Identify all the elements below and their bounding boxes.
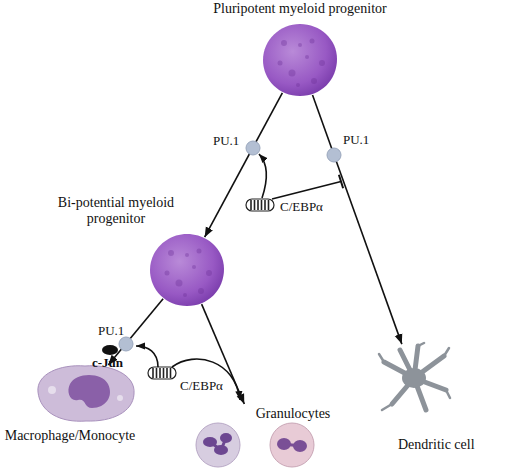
cell-body — [196, 423, 240, 467]
cell-granule — [176, 280, 183, 287]
cell-granule — [183, 293, 187, 297]
inhibition-line — [272, 182, 341, 200]
cell-granule — [168, 250, 174, 256]
factor-label: PU.1 — [343, 133, 369, 147]
cell-illustration — [149, 233, 225, 307]
coil-stripes — [153, 368, 171, 378]
factor-label: C/EBPα — [180, 379, 223, 393]
cell-granule — [296, 83, 300, 87]
cell-granule — [165, 271, 170, 276]
cell-node: Dendritic cell — [378, 342, 450, 414]
cell-nucleus — [293, 440, 307, 452]
inhibition-bar — [339, 175, 343, 188]
cell-granule — [198, 288, 204, 294]
cell-nucleus — [203, 437, 217, 447]
cell-label: Macrophage/Monocyte — [0, 428, 140, 444]
lineage-arrow — [313, 95, 402, 344]
cell-granule — [197, 249, 202, 254]
activation-arrow — [136, 346, 158, 367]
cell-granule — [319, 60, 325, 66]
coil-body — [148, 367, 176, 379]
cell-nucleus — [214, 445, 228, 455]
cell-nucleus — [220, 433, 232, 443]
cell-body — [402, 368, 426, 388]
cell-illustration — [262, 23, 338, 97]
cell-granule — [310, 39, 315, 44]
dendrite — [446, 390, 450, 398]
activation-arrow — [172, 359, 240, 400]
cell-granule — [278, 61, 283, 66]
cell-body — [270, 423, 314, 467]
cell-nucleus — [68, 375, 110, 408]
cell-illustration — [30, 362, 140, 424]
cell-node: Bi-potential myeloid progenitor — [149, 233, 225, 307]
cell-granule — [298, 43, 302, 47]
cell-vacuole — [48, 386, 56, 394]
coil-symbol — [246, 199, 274, 211]
factor-label: PU.1 — [98, 324, 124, 338]
factor-label: c-Jun — [92, 356, 123, 370]
cell-granule — [305, 55, 309, 59]
factor-dot — [327, 148, 341, 162]
dendrite — [379, 354, 384, 362]
cell-label: Granulocytes — [248, 406, 338, 422]
dendrite — [382, 404, 392, 410]
cell-body — [38, 366, 134, 421]
cell-node: Macrophage/Monocyte — [30, 362, 140, 424]
dendrite — [444, 348, 449, 356]
activation-arrow — [259, 154, 266, 198]
cell-label: Pluripotent myeloid progenitor — [170, 1, 430, 17]
coil-stripes — [251, 200, 269, 210]
cell-label: Dendritic cell — [398, 437, 498, 453]
factor-dot — [246, 141, 260, 155]
cell-body — [150, 234, 224, 306]
factor-ellipse — [102, 345, 118, 355]
factor-label: PU.1 — [213, 134, 239, 148]
cell-granule — [206, 270, 212, 276]
coil-symbol — [148, 367, 176, 379]
factor-dot — [119, 337, 133, 351]
cell-granule — [185, 253, 189, 257]
cell-node: Pluripotent myeloid progenitor — [262, 23, 338, 97]
coil-body — [246, 199, 274, 211]
cell-granule — [281, 40, 287, 46]
cell-illustration — [378, 342, 450, 414]
lineage-arrow — [205, 93, 283, 237]
cell-granule — [311, 78, 317, 84]
cell-illustration — [188, 422, 328, 468]
cell-vacuole — [117, 395, 123, 401]
dendrite — [418, 343, 424, 346]
cell-label: Bi-potential myeloid progenitor — [55, 195, 177, 227]
factor-label: C/EBPα — [280, 200, 323, 214]
cell-nucleus — [277, 438, 291, 450]
cell-granule — [289, 70, 296, 77]
cell-node: Granulocytes — [188, 404, 328, 468]
cell-body — [263, 24, 337, 96]
cell-granule — [192, 265, 196, 269]
